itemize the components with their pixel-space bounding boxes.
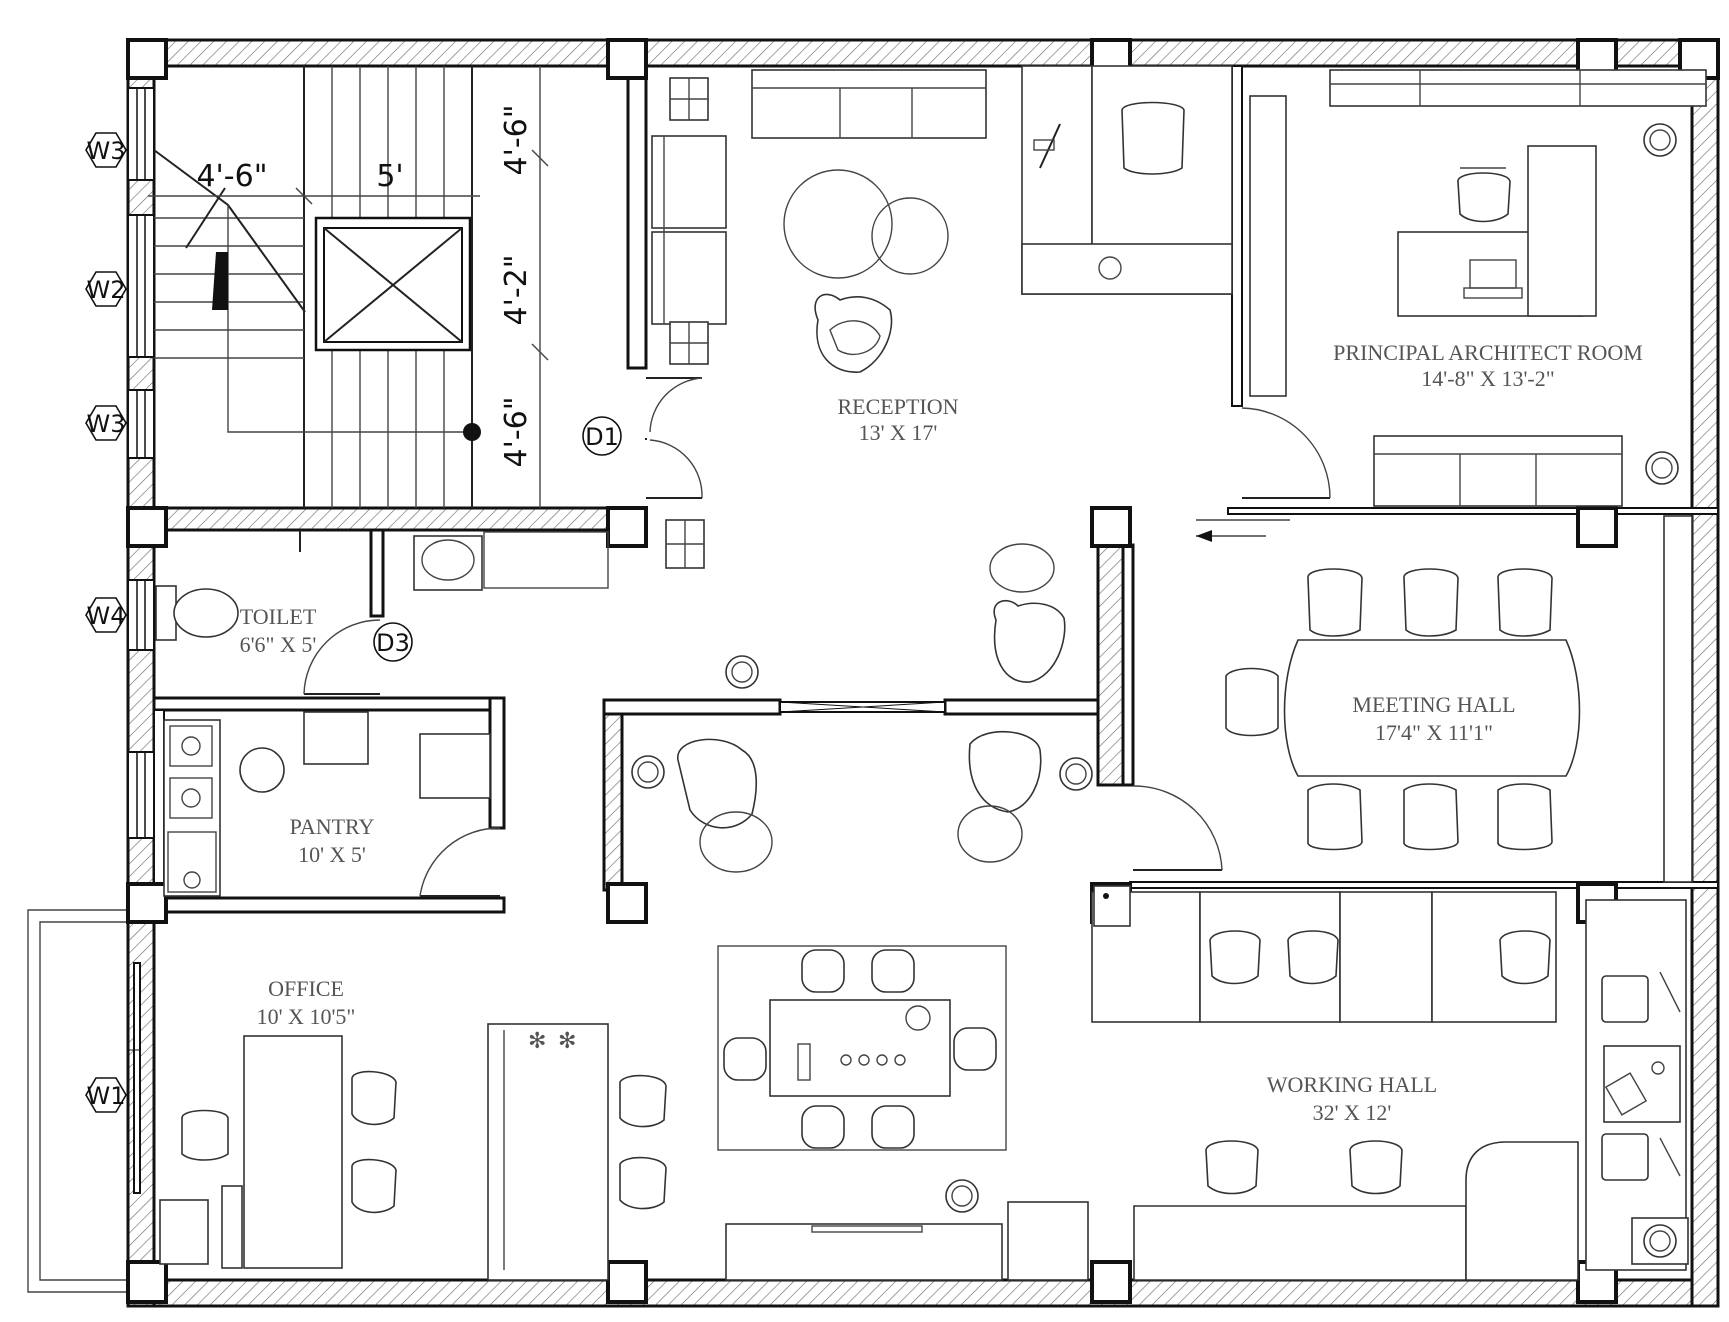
svg-text:D3: D3 bbox=[376, 629, 410, 657]
reception-dim: 13' X 17' bbox=[859, 420, 938, 445]
reception-name: RECEPTION bbox=[838, 394, 959, 419]
window-tag-w4: W4 bbox=[85, 597, 127, 633]
principal-room-name: PRINCIPAL ARCHITECT ROOM bbox=[1333, 340, 1643, 365]
stair-run-mid-label: 4'-2" bbox=[499, 254, 534, 325]
interior-walls bbox=[126, 65, 1719, 914]
window-tag-w3-bottom: W3 bbox=[85, 405, 127, 441]
office-furniture: ✻ ✻ bbox=[159, 1023, 667, 1281]
meeting-hall-furniture bbox=[1225, 515, 1693, 883]
pantry-fixtures bbox=[163, 711, 491, 897]
stair-width-right-label: 5' bbox=[376, 159, 403, 194]
meeting-hall-dim: 17'4" X 11'1" bbox=[1375, 720, 1493, 745]
stair-width-left-label: 4'-6" bbox=[196, 159, 267, 194]
staircase bbox=[148, 66, 549, 508]
working-hall-name: WORKING HALL bbox=[1267, 1072, 1437, 1097]
window-tag-w2: W2 bbox=[85, 271, 127, 307]
window-tag-w3-top: W3 bbox=[85, 132, 127, 168]
toilet-fixtures bbox=[155, 530, 609, 641]
opening-tags: W3 W2 W3 W4 W1 D1 D3 bbox=[85, 132, 622, 1113]
pantry-dim: 10' X 5' bbox=[298, 842, 366, 867]
door-tag-d1: D1 bbox=[582, 416, 622, 456]
pantry-name: PANTRY bbox=[290, 814, 375, 839]
svg-text:W1: W1 bbox=[87, 1082, 126, 1110]
toilet-name: TOILET bbox=[240, 604, 317, 629]
plant-icon: ✻ bbox=[528, 1029, 546, 1054]
corridor-furniture bbox=[631, 730, 1093, 873]
balcony-outline bbox=[27, 909, 141, 1293]
stair-run-bottom-label: 4'-6" bbox=[499, 396, 534, 467]
meeting-hall-name: MEETING HALL bbox=[1352, 692, 1515, 717]
office-dim: 10' X 10'5" bbox=[257, 1004, 356, 1029]
doors bbox=[303, 377, 1331, 897]
structural-columns bbox=[126, 38, 1720, 1304]
left-wall-windows bbox=[127, 87, 155, 839]
working-hall-furniture bbox=[717, 885, 1689, 1281]
plant-icon bbox=[665, 77, 709, 569]
office-name: OFFICE bbox=[268, 976, 344, 1001]
svg-text:W2: W2 bbox=[87, 276, 126, 304]
toilet-dim: 6'6" X 5' bbox=[240, 632, 317, 657]
svg-text:W4: W4 bbox=[87, 602, 126, 630]
svg-text:W3: W3 bbox=[87, 410, 126, 438]
working-hall-dim: 32' X 12' bbox=[1313, 1100, 1392, 1125]
window-tag-w1: W1 bbox=[85, 1077, 127, 1113]
reception-furniture bbox=[651, 65, 1233, 689]
room-labels: RECEPTION 13' X 17' PRINCIPAL ARCHITECT … bbox=[240, 340, 1643, 1125]
svg-text:W3: W3 bbox=[87, 137, 126, 165]
principal-room-furniture bbox=[1249, 69, 1707, 507]
principal-room-dim: 14'-8" X 13'-2" bbox=[1421, 366, 1554, 391]
svg-text:D1: D1 bbox=[585, 423, 619, 451]
stair-run-top-label: 4'-6" bbox=[499, 104, 534, 175]
plant-icon: ✻ bbox=[558, 1029, 576, 1054]
stair-dimension-labels: 4'-6" 5' 4'-6" 4'-2" 4'-6" bbox=[196, 104, 534, 467]
door-tag-d3: D3 bbox=[373, 622, 413, 662]
